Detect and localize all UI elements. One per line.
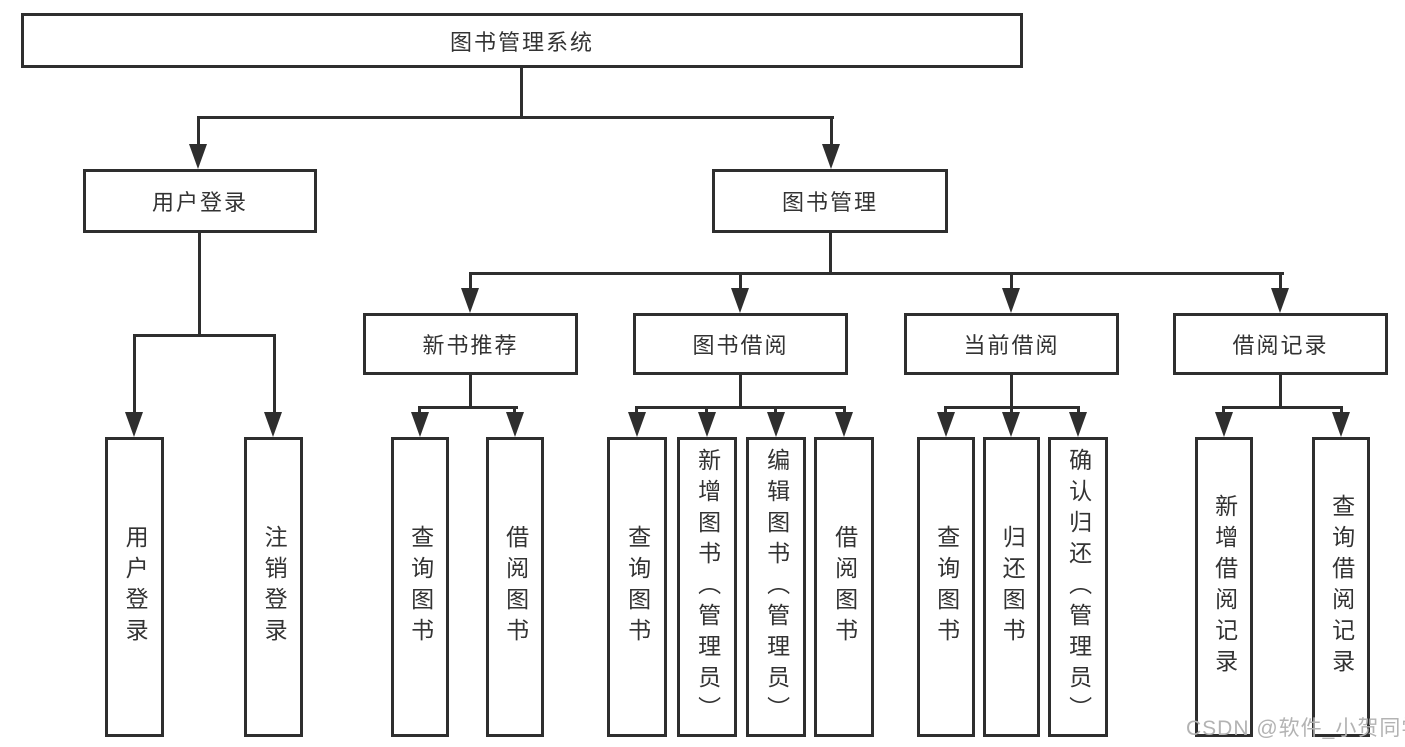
arrow-down-icon (506, 412, 524, 437)
node-root-label: 图书管理系统 (449, 29, 594, 55)
arrow-down-icon (1332, 412, 1350, 437)
leaf-edit-books-admin: 编辑图书（管理员） (746, 437, 806, 737)
arrow-down-icon (822, 144, 840, 169)
connector-root-hline (197, 116, 834, 119)
arrow-down-icon (628, 412, 646, 437)
connector-userlogin-hline (133, 334, 276, 337)
node-current-borrowing: 当前借阅 (904, 313, 1119, 375)
connector-root-left-stub (197, 116, 200, 149)
arrow-down-icon (125, 412, 143, 437)
connector-bookborrow-vline (739, 375, 742, 409)
connector-newbooks-stub-2 (513, 406, 516, 416)
connector-bookmgmt-hline (469, 272, 1284, 275)
leaf-query-books-newbooks: 查询图书 (391, 437, 449, 737)
leaf-query-books-borrowing-label: 查询图书 (624, 525, 651, 649)
leaf-add-books-admin: 新增图书（管理员） (677, 437, 737, 737)
node-book-borrowing: 图书借阅 (633, 313, 848, 375)
connector-records-stub-1 (1222, 406, 1225, 416)
arrow-down-icon (767, 412, 785, 437)
connector-userlogin-stub-2 (273, 334, 276, 416)
leaf-add-books-admin-label: 新增图书（管理员） (694, 447, 721, 727)
connector-records-stub-2 (1340, 406, 1343, 416)
connector-newbooks-hline (418, 406, 518, 409)
arrow-down-icon (264, 412, 282, 437)
leaf-query-books-newbooks-label: 查询图书 (407, 525, 434, 649)
connector-bookmgmt-stub-3 (1010, 272, 1013, 290)
connector-bookmgmt-stub-2 (739, 272, 742, 290)
node-user-login-label: 用户登录 (151, 190, 248, 215)
connector-records-vline (1279, 375, 1282, 409)
leaf-borrow-books-borrowing: 借阅图书 (814, 437, 874, 737)
leaf-query-books-current-label: 查询图书 (933, 525, 960, 649)
connector-bookmgmt-stub-4 (1279, 272, 1282, 290)
connector-bookmgmt-stub-1 (469, 272, 472, 290)
connector-currentborrow-stub-2 (1010, 406, 1013, 416)
leaf-add-borrow-record: 新增借阅记录 (1195, 437, 1253, 737)
arrow-down-icon (1002, 412, 1020, 437)
connector-records-hline (1222, 406, 1343, 409)
leaf-borrow-books-newbooks: 借阅图书 (486, 437, 544, 737)
arrow-down-icon (1271, 288, 1289, 313)
leaf-return-books-label: 归还图书 (999, 525, 1026, 649)
leaf-logout: 注销登录 (244, 437, 303, 737)
connector-root-right-stub (830, 116, 833, 149)
leaf-query-books-current: 查询图书 (917, 437, 975, 737)
leaf-logout-label: 注销登录 (261, 525, 288, 649)
leaf-add-borrow-record-label: 新增借阅记录 (1211, 494, 1238, 680)
leaf-confirm-return-admin: 确认归还（管理员） (1048, 437, 1108, 737)
node-book-management-label: 图书管理 (781, 190, 878, 215)
node-borrowing-records-label: 借阅记录 (1232, 333, 1329, 358)
connector-currentborrow-stub-3 (1077, 406, 1080, 416)
leaf-query-borrow-record: 查询借阅记录 (1312, 437, 1370, 737)
connector-newbooks-vline (469, 375, 472, 409)
leaf-borrow-books-borrowing-label: 借阅图书 (831, 525, 858, 649)
connector-userlogin-vline (198, 233, 201, 337)
node-new-book-recommend: 新书推荐 (363, 313, 578, 375)
connector-newbooks-stub-1 (418, 406, 421, 416)
connector-root-vline (520, 68, 523, 118)
leaf-edit-books-admin-label: 编辑图书（管理员） (763, 447, 790, 727)
leaf-return-books: 归还图书 (983, 437, 1040, 737)
node-current-borrowing-label: 当前借阅 (963, 333, 1060, 358)
connector-bookmgmt-vline (829, 233, 832, 275)
connector-bookborrow-stub-2 (705, 406, 708, 416)
leaf-query-borrow-record-label: 查询借阅记录 (1328, 494, 1355, 680)
connector-bookborrow-hline (635, 406, 846, 409)
arrow-down-icon (1215, 412, 1233, 437)
node-user-login: 用户登录 (83, 169, 317, 233)
leaf-user-login-label: 用户登录 (122, 525, 149, 649)
connector-currentborrow-vline (1010, 375, 1013, 409)
connector-currentborrow-stub-1 (944, 406, 947, 416)
connector-bookborrow-stub-3 (774, 406, 777, 416)
arrow-down-icon (731, 288, 749, 313)
connector-bookborrow-stub-4 (843, 406, 846, 416)
node-book-borrowing-label: 图书借阅 (692, 333, 789, 358)
csdn-watermark: CSDN @软件_小贺同学 (1186, 717, 1405, 740)
arrow-down-icon (1002, 288, 1020, 313)
leaf-user-login: 用户登录 (105, 437, 164, 737)
arrow-down-icon (411, 412, 429, 437)
arrow-down-icon (937, 412, 955, 437)
connector-userlogin-stub-1 (133, 334, 136, 416)
arrow-down-icon (189, 144, 207, 169)
leaf-confirm-return-admin-label: 确认归还（管理员） (1065, 447, 1092, 727)
node-root-system: 图书管理系统 (21, 13, 1023, 68)
leaf-borrow-books-newbooks-label: 借阅图书 (502, 525, 529, 649)
arrow-down-icon (1069, 412, 1087, 437)
arrow-down-icon (461, 288, 479, 313)
leaf-query-books-borrowing: 查询图书 (607, 437, 667, 737)
node-new-book-recommend-label: 新书推荐 (422, 333, 519, 358)
node-borrowing-records: 借阅记录 (1173, 313, 1388, 375)
arrow-down-icon (835, 412, 853, 437)
arrow-down-icon (698, 412, 716, 437)
node-book-management: 图书管理 (712, 169, 948, 233)
connector-bookborrow-stub-1 (635, 406, 638, 416)
